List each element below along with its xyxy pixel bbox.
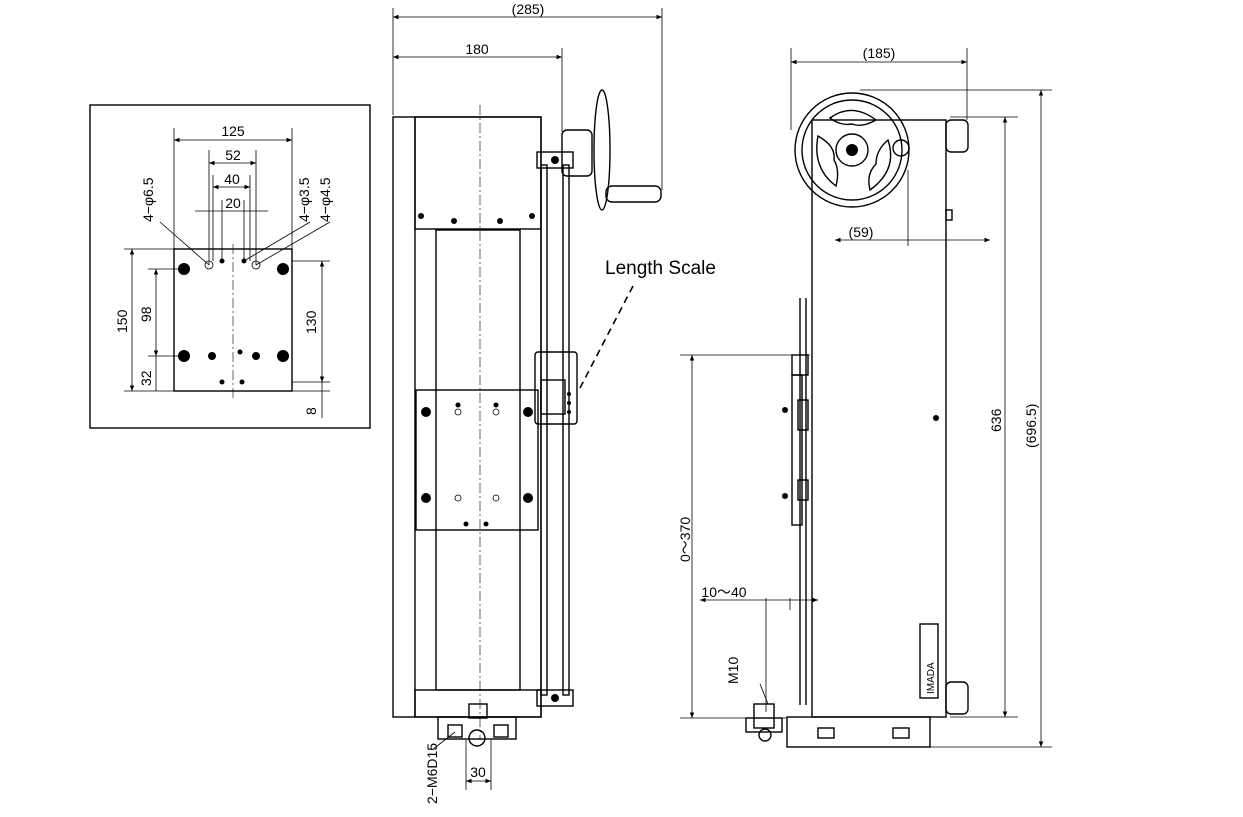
dim-hole-3-5: 4−φ3.5: [296, 177, 312, 222]
brand-label: IMADA: [926, 662, 937, 694]
length-scale-leader: [579, 285, 634, 389]
dim-636: 636: [988, 408, 1004, 432]
dim-52: 52: [225, 147, 241, 163]
front-view: (285) 180: [392, 1, 663, 804]
front-moving-plate: [415, 389, 539, 531]
plate-holes: [178, 258, 289, 385]
dim-offset: 10〜40: [701, 584, 746, 600]
dim-hole-4-5: 4−φ4.5: [317, 177, 333, 222]
dim-285: (285): [512, 1, 545, 17]
side-slider: [791, 374, 803, 526]
dim-185: (185): [863, 45, 896, 61]
side-frame: [811, 119, 947, 718]
digital-display: [534, 351, 578, 425]
detail-frame: [89, 104, 371, 429]
dim-hole-6-5: 4−φ6.5: [140, 177, 156, 222]
dim-150: 150: [114, 309, 130, 333]
dim-thread: M10: [725, 657, 741, 684]
dim-stroke: 0〜370: [677, 517, 693, 562]
dim-20: 20: [225, 195, 241, 211]
side-view: (185) IMADA (59): [677, 45, 1052, 748]
dim-8: 8: [303, 407, 319, 415]
dim-696-5: (696.5): [1023, 404, 1039, 448]
dim-130: 130: [303, 310, 319, 334]
top-view-detail: 125 52 40 20 4−φ6.5 4−φ3.5 4−φ4.5 150 98…: [89, 104, 371, 429]
dim-30: 30: [470, 764, 486, 780]
dim-bolt: 2−M6D15: [424, 743, 440, 804]
handwheel-side: [794, 92, 910, 208]
length-scale-label: Length Scale: [605, 258, 716, 279]
dim-125: 125: [221, 123, 245, 139]
brand-plate: [919, 623, 939, 699]
dim-180: 180: [465, 41, 489, 57]
dim-40: 40: [224, 171, 240, 187]
handle-knob: [605, 185, 662, 203]
dim-59: (59): [849, 224, 874, 240]
dim-98: 98: [138, 306, 154, 322]
handwheel-front: [593, 89, 611, 211]
dim-32: 32: [138, 370, 154, 386]
